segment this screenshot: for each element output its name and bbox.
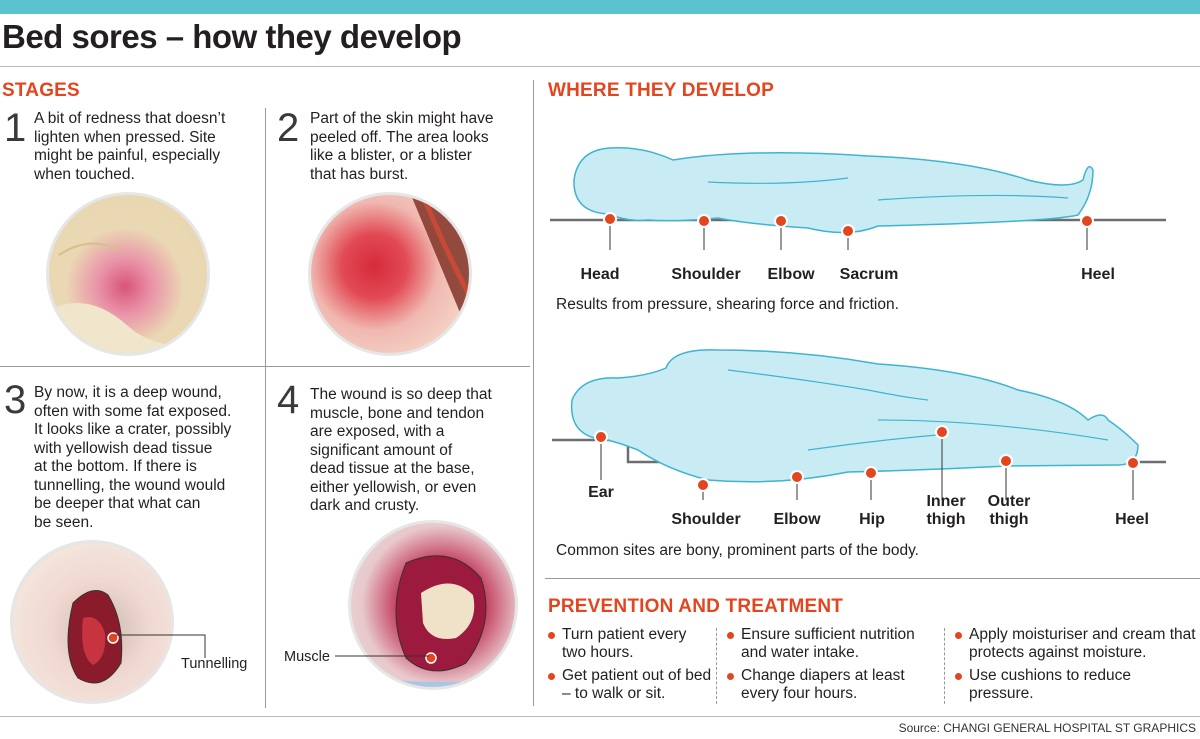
stage-number: 4 <box>277 378 300 422</box>
inner-thigh-marker <box>935 425 949 439</box>
tunnelling-leader-line <box>115 634 206 658</box>
sacrum-marker <box>841 224 855 238</box>
stage-4-wound-detail <box>351 555 515 687</box>
supine-body-diagram <box>550 147 1166 250</box>
site-label-head: Head <box>580 266 620 283</box>
divider-header <box>0 66 1200 67</box>
divider-footer <box>0 716 1200 717</box>
heel-marker <box>1126 456 1140 470</box>
stage-description: A bit of redness that doesn’t lighten wh… <box>34 110 226 183</box>
divider-stages-horizontal <box>0 366 530 367</box>
prevention-item: Apply moisturiser and cream that protect… <box>955 626 1198 662</box>
ear-marker <box>594 430 608 444</box>
top-color-bar <box>0 0 1200 14</box>
divider-prevention <box>545 578 1200 579</box>
prevention-column-2: Ensure sufficient nutrition and water in… <box>727 626 939 708</box>
elbow-marker <box>790 470 804 484</box>
prevention-item: Get patient out of bed – to walk or sit. <box>548 667 712 703</box>
shoulder-marker <box>696 478 710 492</box>
source-credit: Source: CHANGI GENERAL HOSPITAL ST GRAPH… <box>898 721 1196 735</box>
shoulder-marker <box>697 214 711 228</box>
site-label-heel: Heel <box>1115 511 1149 528</box>
stage-number: 2 <box>277 106 300 150</box>
stage-1-skin-detail <box>49 242 207 353</box>
hip-marker <box>864 466 878 480</box>
stage-3-wound-photo <box>10 540 174 704</box>
outer-thigh-marker <box>999 454 1013 468</box>
stage-description: The wound is so deep that muscle, bone a… <box>310 386 492 514</box>
prevention-item: Change diapers at least every four hours… <box>727 667 939 703</box>
stage-number: 1 <box>4 106 27 150</box>
stage-description: By now, it is a deep wound, often with s… <box>34 384 232 531</box>
bullet-icon <box>727 632 734 639</box>
divider-stages-vertical <box>265 108 266 708</box>
site-label-inner-thigh: Inner thigh <box>926 493 966 528</box>
tunnelling-label: Tunnelling <box>181 656 248 672</box>
prevention-column-3: Apply moisturiser and cream that protect… <box>955 626 1198 708</box>
prevention-col-divider-2 <box>944 628 946 704</box>
site-label-shoulder: Shoulder <box>671 511 741 528</box>
lateral-caption: Common sites are bony, prominent parts o… <box>556 542 919 559</box>
site-label-outer-thigh: Outer thigh <box>987 493 1031 528</box>
bullet-icon <box>727 673 734 680</box>
site-label-elbow: Elbow <box>767 266 815 283</box>
divider-main-vertical <box>533 80 534 706</box>
site-label-heel: Heel <box>1081 266 1115 283</box>
site-label-hip: Hip <box>859 511 885 528</box>
site-label-ear: Ear <box>588 484 614 501</box>
stage-1-wound-photo <box>46 192 210 356</box>
prevention-column-1: Turn patient every two hours. Get patien… <box>548 626 712 708</box>
prevention-item: Turn patient every two hours. <box>548 626 712 662</box>
muscle-label: Muscle <box>284 649 330 665</box>
stage-2-skin-detail <box>411 195 469 315</box>
prevention-heading: PREVENTION AND TREATMENT <box>548 596 844 617</box>
where-heading: WHERE THEY DEVELOP <box>548 80 775 101</box>
bullet-icon <box>548 673 555 680</box>
prevention-item: Ensure sufficient nutrition and water in… <box>727 626 939 662</box>
bullet-icon <box>955 673 962 680</box>
supine-caption: Results from pressure, shearing force an… <box>556 296 899 313</box>
site-label-sacrum: Sacrum <box>839 266 899 283</box>
stages-heading: STAGES <box>2 80 80 101</box>
stage-description: Part of the skin might have peeled off. … <box>310 110 494 183</box>
head-marker <box>603 212 617 226</box>
stage-2-wound-photo <box>308 192 472 356</box>
stage-number: 3 <box>4 378 27 422</box>
site-label-shoulder: Shoulder <box>671 266 741 283</box>
elbow-marker <box>774 214 788 228</box>
site-label-elbow: Elbow <box>773 511 821 528</box>
heel-marker <box>1080 214 1094 228</box>
prevention-item: Use cushions to reduce pressure. <box>955 667 1198 703</box>
muscle-leader-line <box>335 655 429 657</box>
prevention-col-divider-1 <box>716 628 718 704</box>
stage-4-wound-photo <box>348 520 518 690</box>
page-title: Bed sores – how they develop <box>2 18 462 55</box>
bullet-icon <box>548 632 555 639</box>
bullet-icon <box>955 632 962 639</box>
lateral-body-diagram <box>552 349 1166 500</box>
stage-3-crater <box>67 590 123 684</box>
